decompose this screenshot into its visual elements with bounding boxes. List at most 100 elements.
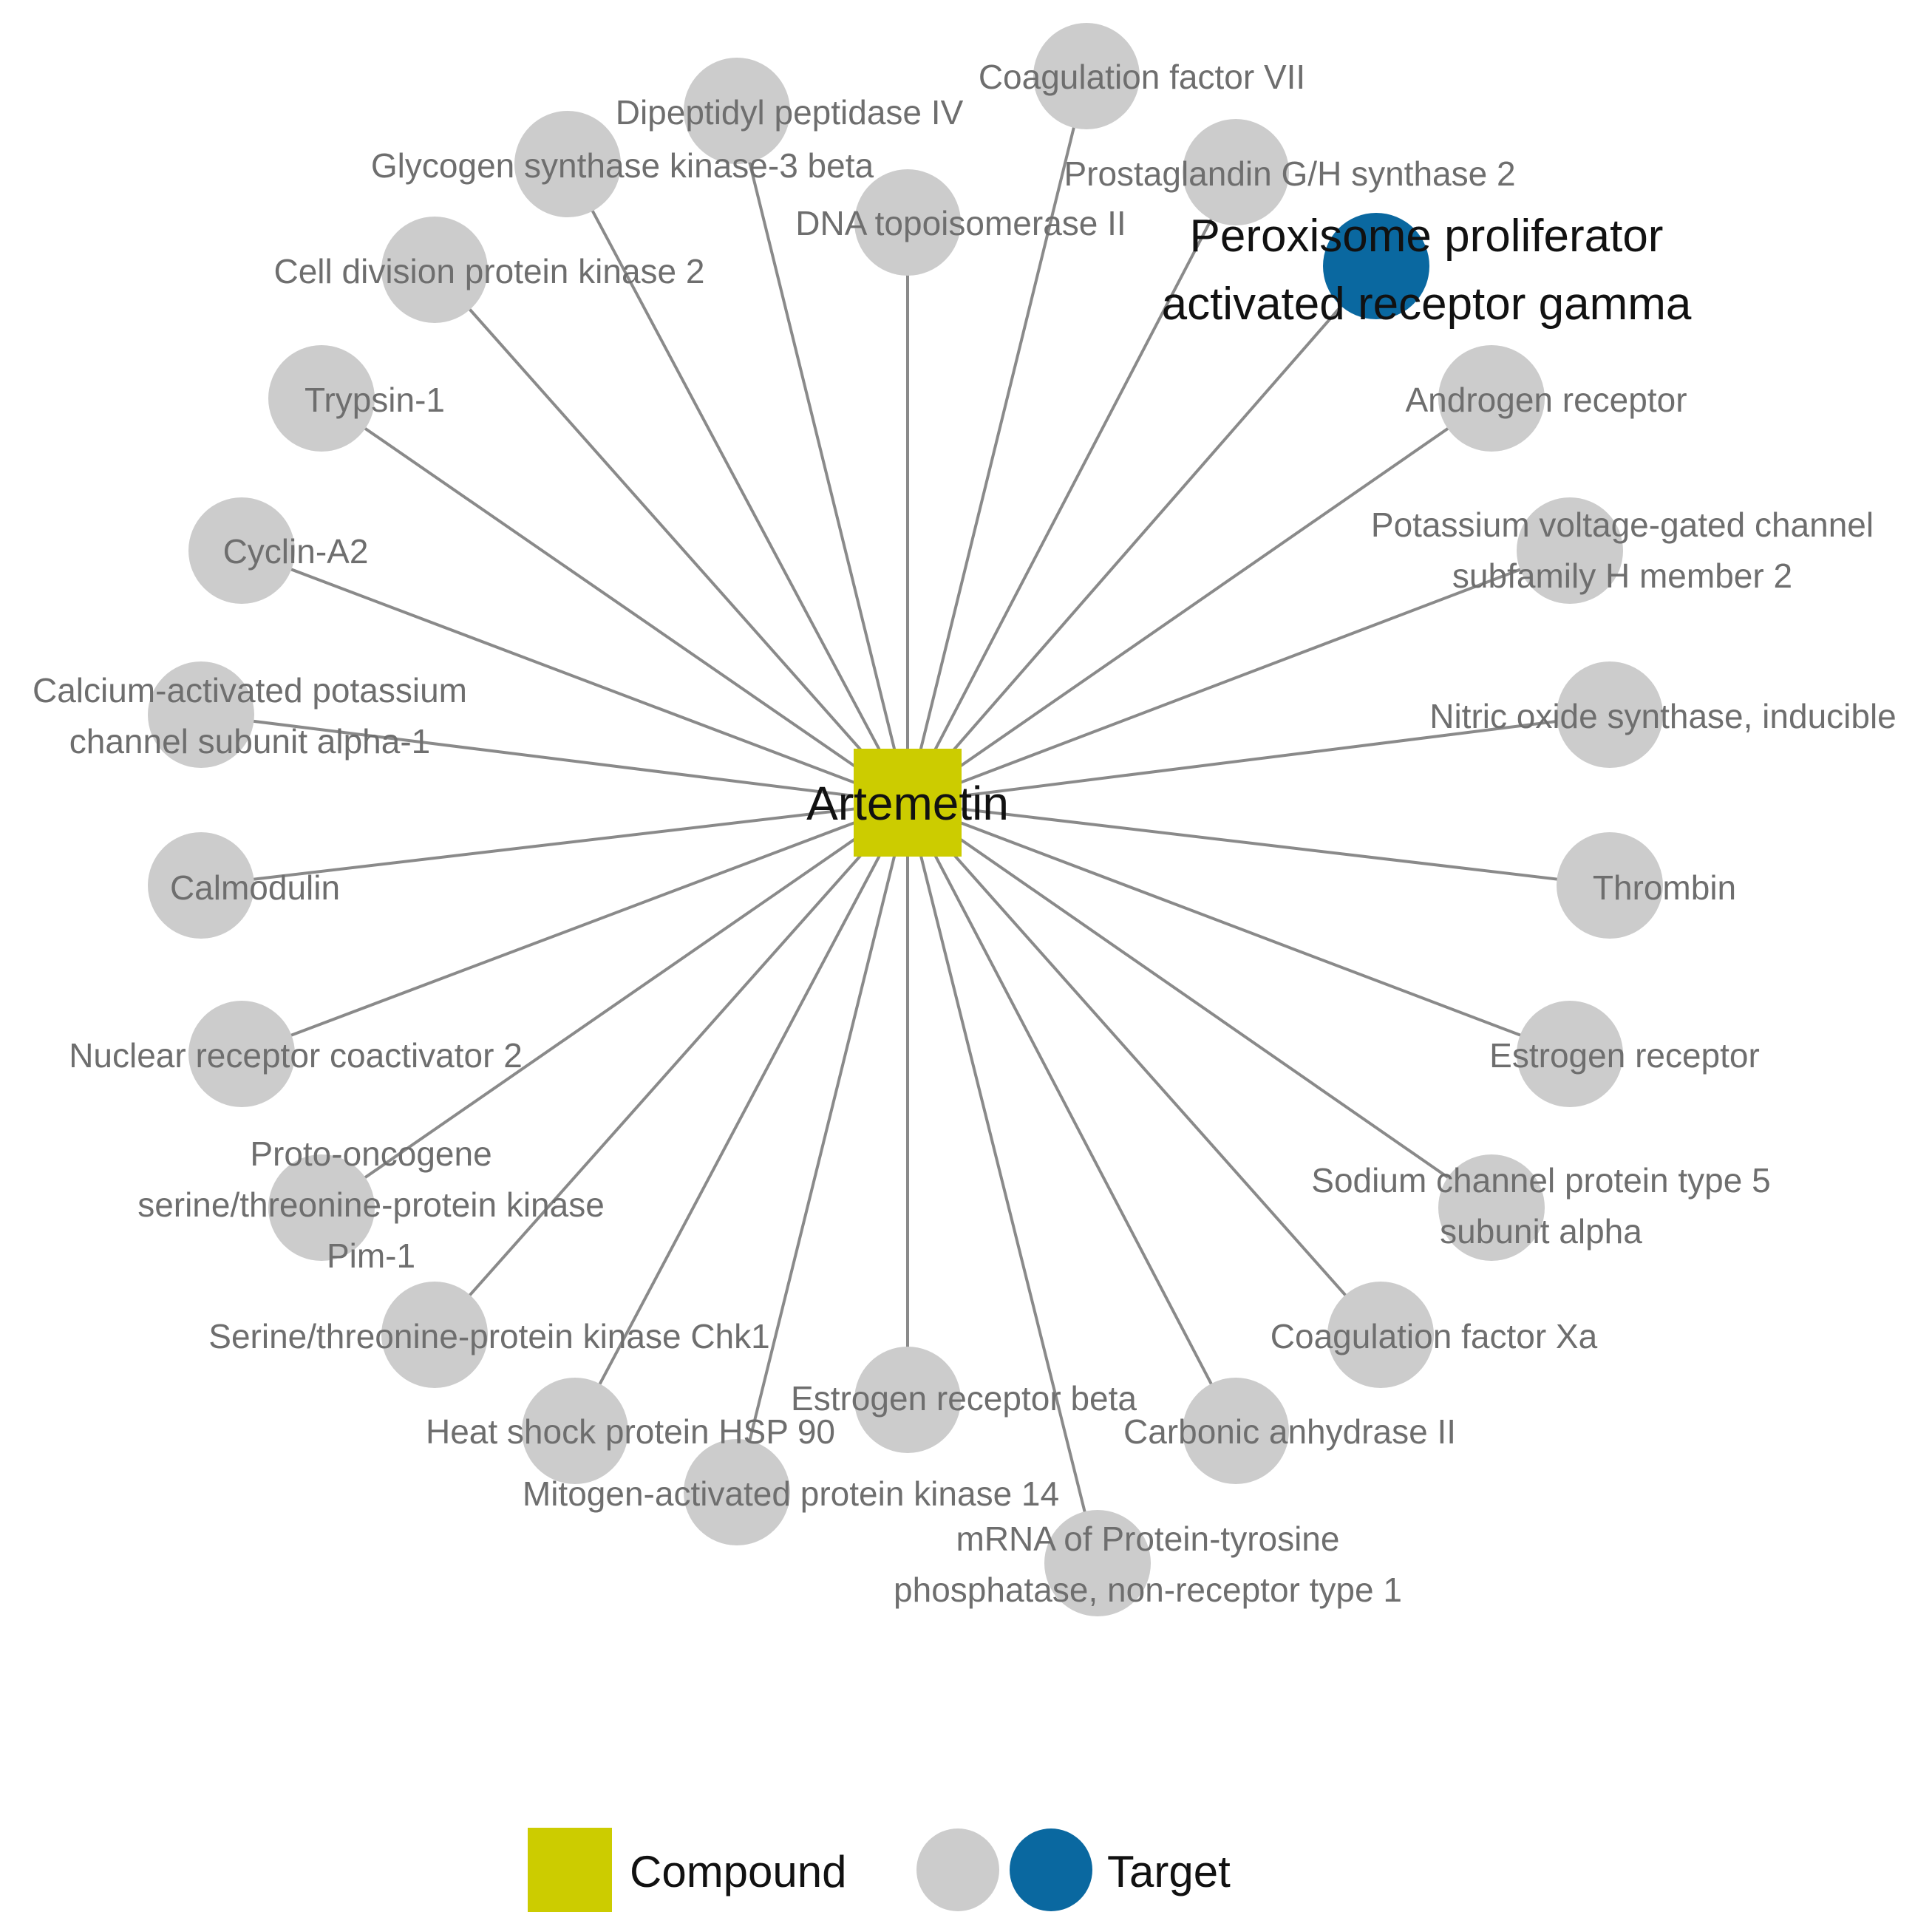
edge-coagulation-factor-xa <box>906 801 1382 1336</box>
target-label-pim-1: Proto-oncogene serine/threonine-protein k… <box>137 1134 605 1275</box>
target-node-thrombin[interactable] <box>1557 832 1663 939</box>
target-label-androgen-receptor: Androgen receptor <box>1405 381 1687 419</box>
edges-layer <box>200 75 1610 1564</box>
edge-cell-division-protein-kinase-2 <box>433 268 909 804</box>
target-label-hsp90: Heat shock protein HSP 90 <box>426 1412 835 1451</box>
target-label-line: Proto-oncogene <box>250 1134 491 1173</box>
target-label-line: Calmodulin <box>170 868 340 907</box>
edge-scn5a <box>906 801 1493 1209</box>
edge-pparg <box>906 265 1378 804</box>
target-node-nos2[interactable] <box>1557 661 1663 768</box>
target-label-line: subunit alpha <box>1440 1212 1642 1251</box>
target-label-line: DNA topoisomerase II <box>795 204 1126 242</box>
edge-trypsin-1 <box>320 397 909 804</box>
target-node-scn5a[interactable] <box>1438 1154 1545 1261</box>
compound-label: Artemetin <box>806 777 1009 830</box>
legend: Compound Target <box>528 1828 1231 1912</box>
edge-ptpn1 <box>906 802 1099 1564</box>
legend-target-swatch-gray <box>916 1828 999 1911</box>
target-label-line: activated receptor gamma <box>1162 279 1692 330</box>
target-label-coagulation-factor-vii: Coagulation factor VII <box>979 58 1305 96</box>
edge-dipeptidyl-peptidase-iv <box>735 110 909 803</box>
target-node-cell-division-protein-kinase-2[interactable] <box>381 217 488 323</box>
target-node-mapk14[interactable] <box>684 1439 790 1545</box>
edge-glycogen-synthase-kinase-3-beta <box>566 163 909 803</box>
target-label-cyclin-a2: Cyclin-A2 <box>223 532 369 571</box>
target-label-line: Nuclear receptor coactivator 2 <box>69 1036 523 1075</box>
edge-coagulation-factor-vii <box>906 75 1088 803</box>
target-node-ptpn1[interactable] <box>1044 1510 1151 1616</box>
target-node-kcnh2[interactable] <box>1517 497 1623 604</box>
target-label-line: phosphatase, non-receptor type 1 <box>894 1571 1402 1609</box>
edge-carbonic-anhydrase-ii <box>906 802 1237 1432</box>
target-label-line: Coagulation factor VII <box>979 58 1305 96</box>
edge-estrogen-receptor <box>907 801 1571 1055</box>
target-label-trypsin-1: Trypsin-1 <box>305 381 445 419</box>
target-node-dipeptidyl-peptidase-iv[interactable] <box>684 58 790 164</box>
target-node-androgen-receptor[interactable] <box>1438 345 1545 452</box>
edge-cyclin-a2 <box>241 549 908 804</box>
target-label-line: Mitogen-activated protein kinase 14 <box>523 1474 1059 1513</box>
target-node-carbonic-anhydrase-ii[interactable] <box>1183 1378 1289 1484</box>
target-node-pparg[interactable] <box>1323 213 1429 319</box>
edge-thrombin <box>907 801 1610 887</box>
target-label-line: Calcium-activated potassium <box>33 671 467 710</box>
target-node-trypsin-1[interactable] <box>268 345 375 452</box>
target-label-prostaglandin-gh-synthase-2: Prostaglandin G/H synthase 2 <box>1064 154 1515 193</box>
target-label-pparg: Peroxisome proliferator activated recepto… <box>1162 211 1692 330</box>
edge-mapk14 <box>735 802 909 1493</box>
compound-node[interactable]: Artemetin <box>806 749 1009 857</box>
target-label-line: Potassium voltage-gated channel <box>1371 506 1874 544</box>
target-node-coagulation-factor-xa[interactable] <box>1327 1282 1434 1388</box>
target-label-nos2: Nitric oxide synthase, inducible <box>1429 697 1897 735</box>
legend-compound-label: Compound <box>630 1847 847 1896</box>
edge-kcnh2 <box>907 549 1571 804</box>
target-node-chk1[interactable] <box>381 1282 488 1388</box>
target-label-line: Pim-1 <box>327 1236 415 1275</box>
target-label-mapk14: Mitogen-activated protein kinase 14 <box>523 1474 1059 1513</box>
legend-target-label: Target <box>1107 1847 1231 1896</box>
target-node-dna-topoisomerase-ii[interactable] <box>854 169 961 276</box>
target-node-prostaglandin-gh-synthase-2[interactable] <box>1183 119 1289 225</box>
target-label-line: Peroxisome proliferator <box>1190 211 1664 262</box>
target-label-dna-topoisomerase-ii: DNA topoisomerase II <box>795 204 1126 242</box>
edge-nos2 <box>907 713 1610 804</box>
target-label-ncoa2: Nuclear receptor coactivator 2 <box>69 1036 523 1075</box>
target-label-line: serine/threonine-protein kinase <box>137 1185 605 1224</box>
target-label-line: Estrogen receptor beta <box>791 1379 1137 1418</box>
target-label-estrogen-receptor-beta: Estrogen receptor beta <box>791 1379 1137 1418</box>
target-node-hsp90[interactable] <box>522 1378 628 1484</box>
target-node-pim-1[interactable] <box>268 1154 375 1261</box>
edge-prostaglandin-gh-synthase-2 <box>906 171 1237 803</box>
edge-chk1 <box>433 801 909 1336</box>
target-node-kcnma1[interactable] <box>148 661 254 768</box>
legend-compound-swatch <box>528 1828 612 1912</box>
target-label-line: Trypsin-1 <box>305 381 445 419</box>
target-label-dipeptidyl-peptidase-iv: Dipeptidyl peptidase IV <box>616 93 964 132</box>
compound-square <box>854 749 962 857</box>
target-node-cyclin-a2[interactable] <box>188 497 295 604</box>
target-node-estrogen-receptor[interactable] <box>1517 1001 1623 1107</box>
target-label-line: Carbonic anhydrase II <box>1123 1412 1456 1451</box>
target-label-glycogen-synthase-kinase-3-beta: Glycogen synthase kinase-3 beta <box>371 146 874 185</box>
target-label-line: Dipeptidyl peptidase IV <box>616 93 964 132</box>
target-node-ncoa2[interactable] <box>188 1001 295 1107</box>
target-label-carbonic-anhydrase-ii: Carbonic anhydrase II <box>1123 1412 1456 1451</box>
target-node-estrogen-receptor-beta[interactable] <box>854 1347 961 1453</box>
legend-target-swatch-blue <box>1010 1828 1092 1911</box>
edge-calmodulin <box>200 801 908 887</box>
target-label-cell-division-protein-kinase-2: Cell division protein kinase 2 <box>274 252 705 290</box>
target-label-line: Prostaglandin G/H synthase 2 <box>1064 154 1515 193</box>
target-node-calmodulin[interactable] <box>148 832 254 939</box>
target-label-line: Cyclin-A2 <box>223 532 369 571</box>
edge-ncoa2 <box>241 801 908 1055</box>
target-label-line: Nitric oxide synthase, inducible <box>1429 697 1897 735</box>
target-node-coagulation-factor-vii[interactable] <box>1033 23 1140 129</box>
target-node-glycogen-synthase-kinase-3-beta[interactable] <box>514 111 621 217</box>
target-label-thrombin: Thrombin <box>1593 868 1736 907</box>
target-label-line: Estrogen receptor <box>1489 1036 1760 1075</box>
